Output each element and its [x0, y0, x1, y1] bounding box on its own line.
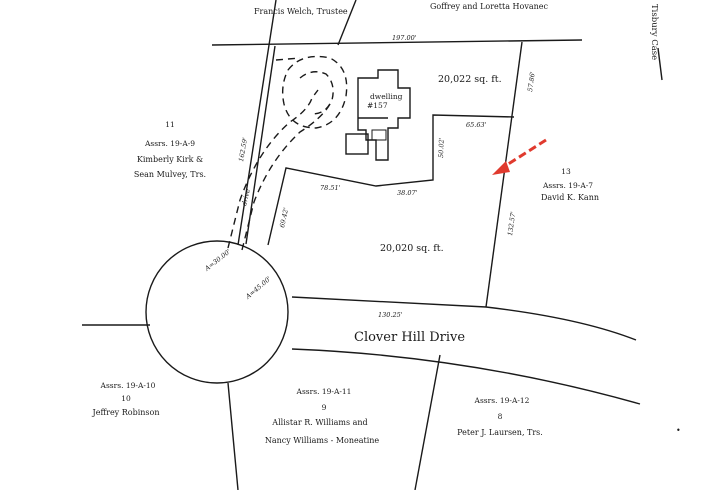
- subject-east-line: [485, 41, 523, 308]
- lot11-name2: Sean Mulvey, Trs.: [134, 170, 206, 179]
- north-boundary: [211, 39, 583, 46]
- lot9-name2: Nancy Williams - Moneatine: [265, 436, 380, 445]
- frontage-line: [291, 296, 637, 341]
- subject-west-line: [245, 45, 276, 245]
- dim-north-line: 197.00': [392, 34, 417, 42]
- dwelling-outline: [357, 69, 411, 161]
- owner-north-left: Francis Welch, Trustee: [254, 7, 348, 16]
- dim-mid-left: 78.51': [320, 184, 341, 192]
- parcel-lines: [82, 0, 641, 490]
- dwelling-porch: [371, 129, 387, 141]
- dwelling-label: dwelling: [370, 92, 403, 101]
- lot9-number: 9: [322, 403, 327, 412]
- dim-jog-side: 50.02': [437, 137, 446, 158]
- lot-division-line: [267, 114, 515, 246]
- dwelling-wing: [345, 133, 369, 155]
- owner-north-right: Goffrey and Loretta Hovanec: [430, 2, 548, 11]
- lot10-number: 10: [121, 394, 131, 403]
- area-upper-lot: 20,022 sq. ft.: [438, 74, 502, 85]
- area-labels: 20,022 sq. ft. 20,020 sq. ft.: [380, 74, 502, 254]
- dim-east-lower: 132.57': [506, 211, 517, 237]
- lot11-number: 11: [165, 120, 175, 129]
- dim-west-line: 162.59': [237, 137, 249, 163]
- lot9-name1: Allistar R. Williams and: [271, 418, 367, 427]
- red-dashed-arrow-icon: [492, 138, 547, 175]
- road-edge-south: [291, 348, 641, 405]
- margin-tick: [657, 47, 663, 81]
- lot9-lot8-line: [414, 354, 441, 490]
- dim-mid-right: 38.07': [397, 189, 418, 197]
- lot13-number: 13: [561, 167, 571, 176]
- lot8-number: 8: [498, 412, 503, 421]
- lot9-assr: Assrs. 19-A-11: [296, 387, 352, 396]
- arrow-head: [492, 161, 510, 175]
- driveway-inner: [241, 103, 331, 251]
- lot10-assr: Assrs. 19-A-10: [100, 381, 156, 390]
- dwelling-number: #157: [367, 101, 388, 110]
- feature-labels: dwelling #157 drive: [240, 92, 403, 206]
- margin-note: Tisbury Case: [649, 4, 659, 60]
- street-name: Clover Hill Drive: [354, 330, 465, 345]
- margin-mark: Tisbury Case: [649, 4, 663, 81]
- lot10-lot9-line: [227, 382, 239, 490]
- lot11-name1: Kimberly Kirk &: [137, 155, 203, 164]
- arrow-shaft: [501, 138, 547, 170]
- dim-arc-upper: A=30.00': [203, 247, 233, 273]
- circular-drive-inner: [299, 71, 334, 115]
- lot11-assr: Assrs. 19-A-9: [144, 139, 195, 148]
- lot13-name: David K. Kann: [541, 193, 599, 202]
- dim-arc-lower: A=45.00': [243, 275, 272, 302]
- lot8-assr: Assrs. 19-A-12: [474, 396, 530, 405]
- drive-spur: [275, 57, 301, 61]
- dwelling-footprint: [345, 69, 411, 161]
- west-lot-line: [237, 0, 277, 246]
- lot10-name: Jeffrey Robinson: [92, 408, 160, 417]
- lot13-assr: Assrs. 19-A-7: [542, 181, 593, 190]
- margin-tick-mark: •: [676, 426, 681, 435]
- dim-frontage: 130.25': [378, 311, 403, 319]
- cul-de-sac: [145, 240, 289, 384]
- circular-drive: [281, 55, 348, 129]
- driveway-outer: [227, 89, 319, 249]
- drive-label: drive: [240, 188, 252, 206]
- driveway: [227, 55, 348, 251]
- dim-jog-top: 65.63': [466, 121, 487, 129]
- area-lower-lot: 20,020 sq. ft.: [380, 243, 444, 254]
- north-divider: [337, 0, 357, 46]
- owner-labels: Francis Welch, Trustee Goffrey and Loret…: [92, 2, 600, 445]
- dim-east-upper: 57.86': [526, 71, 537, 93]
- dim-inner-west: 69.42': [278, 207, 290, 229]
- lot8-name: Peter J. Laursen, Trs.: [457, 428, 543, 437]
